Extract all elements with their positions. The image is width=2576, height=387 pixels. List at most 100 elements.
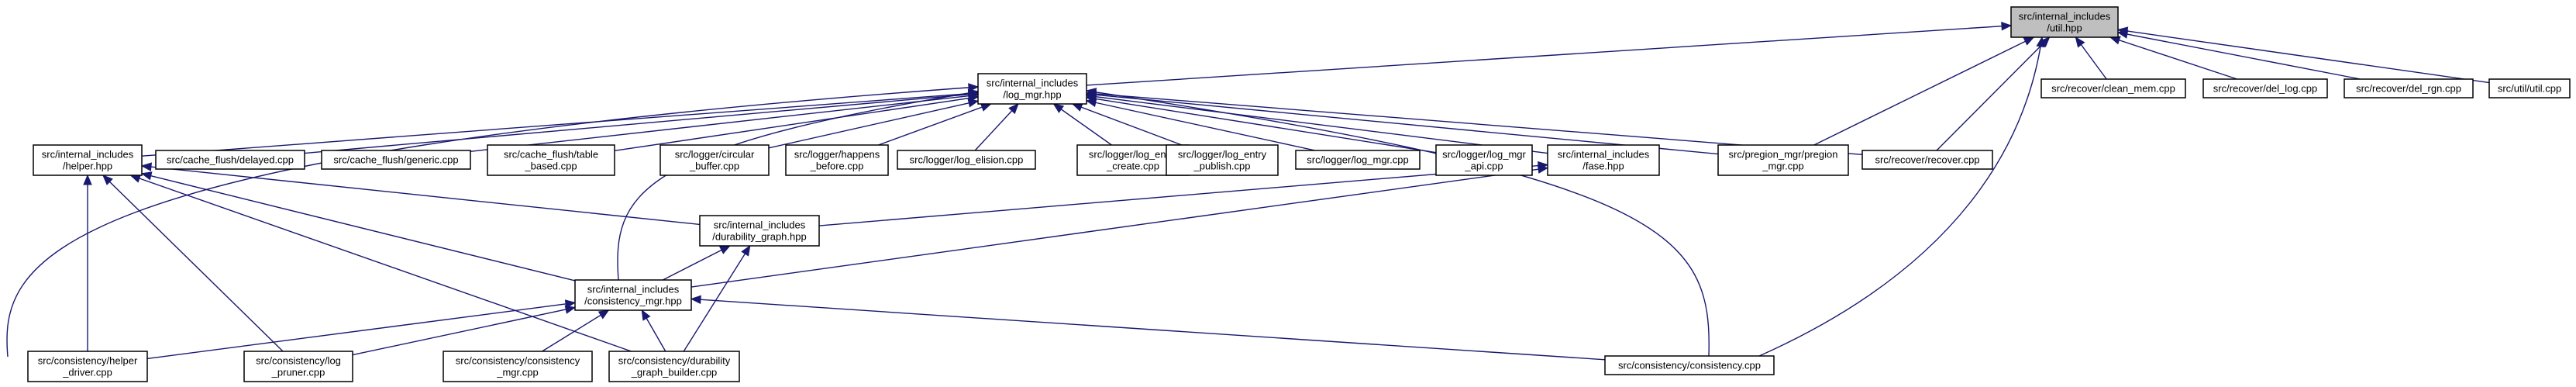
edge-del-rgn-to-util-line <box>2117 32 2361 80</box>
node-durability[interactable]: src/internal_includes/durability_graph.h… <box>699 215 820 247</box>
edge-recover-to-util-line <box>1936 36 2051 151</box>
edge-util-cpp-to-util-arrowhead <box>2116 26 2129 36</box>
node-label: src/logger/log_mgr <box>1442 149 1526 161</box>
node-label: src/consistency/log <box>256 355 341 367</box>
node-cf-generic[interactable]: src/cache_flush/generic.cpp <box>321 150 471 170</box>
node-del-rgn[interactable]: src/recover/del_rgn.cpp <box>2344 78 2474 98</box>
node-cf-delayed[interactable]: src/cache_flush/delayed.cpp <box>155 150 305 170</box>
node-label: /log_mgr.hpp <box>1003 89 1061 101</box>
edge-clean-mem-to-util-arrowhead <box>2075 36 2085 48</box>
node-label: src/logger/log_elision.cpp <box>910 154 1024 166</box>
node-label: src/recover/recover.cpp <box>1875 154 1979 166</box>
edge-consistency-mgr-to-durability-arrowhead <box>718 245 731 254</box>
edge-cf-delayed-to-log-mgr <box>304 90 980 154</box>
node-box <box>977 73 1087 105</box>
edge-helper-driver-to-log-mgr-arrowhead <box>968 83 980 92</box>
node-util-cpp[interactable]: src/util/util.cpp <box>2488 78 2571 98</box>
node-dur-builder[interactable]: src/consistency/durability_graph_builder… <box>608 351 740 382</box>
edge-happens-to-log-mgr <box>878 102 992 146</box>
node-entry-publish[interactable]: src/logger/log_entry_publish.cpp <box>1166 144 1279 176</box>
node-log-mgr-api[interactable]: src/logger/log_mgr_api.cpp <box>1435 144 1533 176</box>
node-log-mgr[interactable]: src/internal_includes/log_mgr.hpp <box>977 73 1087 105</box>
node-pregion[interactable]: src/pregion_mgr/pregion_mgr.cpp <box>1717 144 1849 176</box>
node-elision[interactable]: src/logger/log_elision.cpp <box>897 150 1036 170</box>
node-label: src/internal_includes <box>2019 11 2111 22</box>
edge-entry-create-to-log-mgr-line <box>1053 103 1112 146</box>
node-box <box>2344 78 2474 98</box>
node-box <box>2010 6 2119 38</box>
edge-consistency-cpp-to-util <box>1758 36 2045 357</box>
node-fase[interactable]: src/internal_includes/fase.hpp <box>1547 144 1660 176</box>
edge-log-mgr-to-util-arrowhead <box>2001 22 2013 31</box>
node-box <box>27 351 148 382</box>
node-box <box>487 144 615 176</box>
node-clean-mem[interactable]: src/recover/clean_mem.cpp <box>2040 78 2186 98</box>
node-cf-table[interactable]: src/cache_flush/table_based.cpp <box>487 144 615 176</box>
node-log-pruner[interactable]: src/consistency/log_pruner.cpp <box>243 351 353 382</box>
edge-consistency-cpp-to-consistency-mgr-arrowhead <box>690 295 701 305</box>
node-helper-driver[interactable]: src/consistency/helper_driver.cpp <box>27 351 148 382</box>
edge-entry-publish-to-log-mgr-line <box>1072 103 1183 146</box>
edge-helper-to-log-mgr-line <box>141 92 979 157</box>
edge-consistency-mgr-to-fase-arrowhead <box>1537 164 1549 174</box>
edge-cons-mgr-cpp-to-consistency-mgr-arrowhead <box>598 309 610 320</box>
edge-circular-to-log-mgr-arrowhead <box>967 98 980 108</box>
node-label: src/cache_flush/table <box>504 149 598 161</box>
edge-dur-builder-to-durability-arrowhead <box>741 244 751 257</box>
edge-recover-to-util <box>1936 36 2051 151</box>
edge-dur-builder-to-helper-line <box>130 174 632 352</box>
node-label: src/recover/clean_mem.cpp <box>2051 83 2175 95</box>
edges-layer <box>6 22 2490 361</box>
edge-log-mgr-api-to-log-mgr <box>1085 94 1437 154</box>
edge-del-rgn-to-util <box>2116 29 2361 80</box>
node-recover[interactable]: src/recover/recover.cpp <box>1861 150 1993 170</box>
node-label: src/consistency/durability <box>618 355 731 367</box>
node-log-mgr-cpp[interactable]: src/logger/log_mgr.cpp <box>1295 150 1421 170</box>
node-label: src/logger/happens <box>794 149 880 161</box>
node-happens[interactable]: src/logger/happens_before.cpp <box>785 144 889 176</box>
edge-fase-to-log-mgr-line <box>1086 95 1548 154</box>
node-box <box>33 144 143 176</box>
node-box <box>785 144 889 176</box>
node-label: /fase.hpp <box>1582 161 1624 172</box>
node-circular[interactable]: src/logger/circular_buffer.cpp <box>659 144 770 176</box>
edge-del-log-to-util-line <box>2109 36 2237 80</box>
edge-elision-to-log-mgr <box>974 103 1019 151</box>
node-label: src/internal_includes <box>1558 149 1650 161</box>
edge-dur-builder-to-helper <box>129 174 632 352</box>
node-label: src/util/util.cpp <box>2498 83 2561 95</box>
edge-cf-delayed-to-log-mgr-line <box>304 92 979 154</box>
edge-circular-to-log-mgr-line <box>768 100 979 149</box>
node-box <box>608 351 740 382</box>
edge-consistency-mgr-to-helper-arrowhead <box>140 171 153 181</box>
node-box <box>574 279 692 311</box>
edge-consistency-mgr-to-helper <box>140 171 576 282</box>
node-del-log[interactable]: src/recover/del_log.cpp <box>2202 78 2328 98</box>
node-label: src/recover/del_rgn.cpp <box>2356 83 2461 95</box>
node-cons-mgr-cpp[interactable]: src/consistency/consistency_mgr.cpp <box>443 351 593 382</box>
node-helper[interactable]: src/internal_includes/helper.hpp <box>33 144 143 176</box>
node-box <box>2488 78 2571 98</box>
edge-durability-to-helper-arrowhead <box>140 162 153 171</box>
edge-consistency-cpp-to-log-mgr-arrowhead <box>1085 88 1097 97</box>
edge-log-pruner-to-helper-line <box>102 174 284 352</box>
edge-cf-table-to-log-mgr-line <box>614 96 979 152</box>
edge-entry-create-to-log-mgr-arrowhead <box>1052 103 1065 113</box>
node-label: src/logger/log_mgr.cpp <box>1307 154 1409 166</box>
edge-consistency-cpp-to-log-mgr-line <box>1086 90 1710 357</box>
node-consistency-mgr[interactable]: src/internal_includes/consistency_mgr.hp… <box>574 279 692 311</box>
edge-elision-to-log-mgr-arrowhead <box>1008 103 1019 115</box>
edge-cf-generic-to-log-mgr <box>470 91 980 152</box>
node-util[interactable]: src/internal_includes/util.hpp <box>2010 6 2119 38</box>
node-label: /util.hpp <box>2047 22 2082 34</box>
node-consistency-cpp[interactable]: src/consistency/consistency.cpp <box>1604 355 1775 375</box>
edge-log-pruner-to-helper-arrowhead <box>102 174 113 185</box>
node-box <box>1717 144 1849 176</box>
edge-consistency-mgr-to-fase <box>690 164 1549 288</box>
node-label: src/cache_flush/generic.cpp <box>333 154 458 166</box>
node-box <box>1295 150 1421 170</box>
edge-consistency-mgr-to-log-mgr <box>617 88 980 281</box>
edge-entry-publish-to-log-mgr-arrowhead <box>1071 103 1083 112</box>
node-label: _before.cpp <box>810 161 864 172</box>
